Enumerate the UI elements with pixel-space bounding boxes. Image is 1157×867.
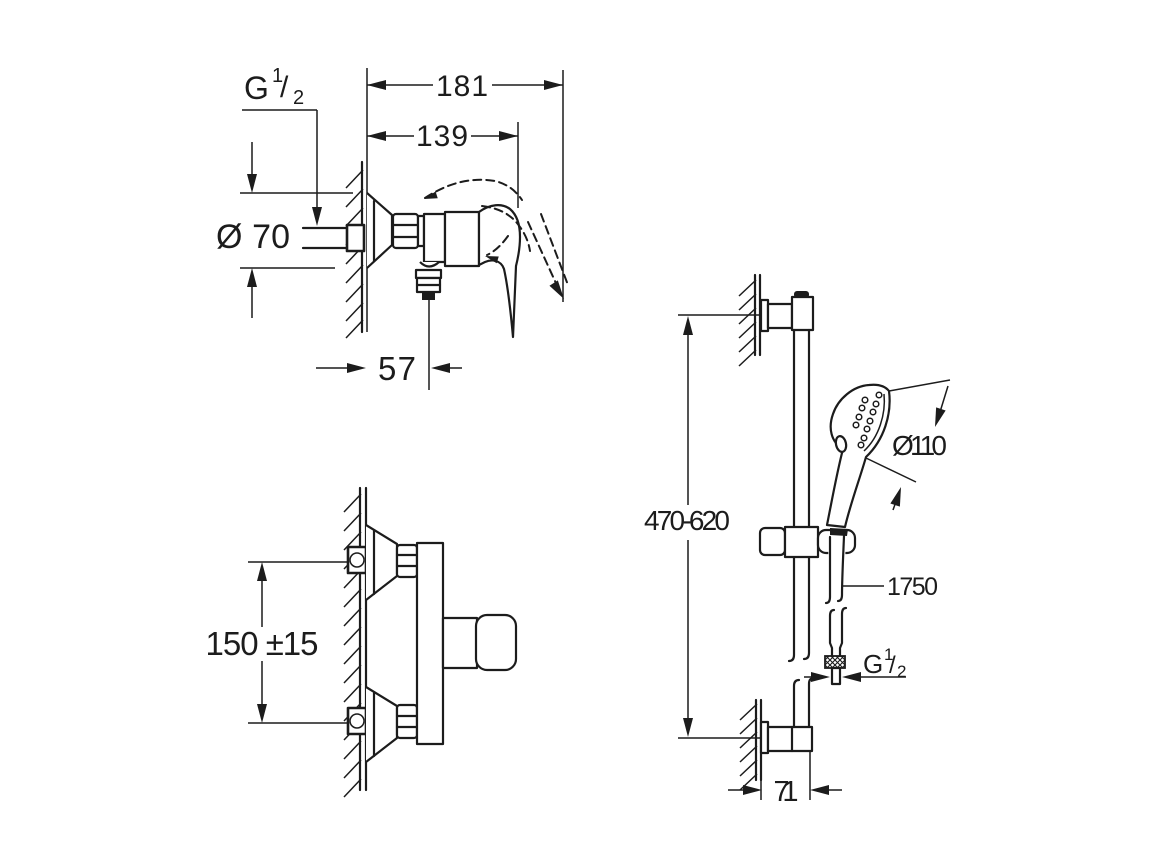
escutcheon-diameter-label: Ø 70 — [216, 218, 290, 256]
wall — [343, 486, 368, 798]
escutcheon-diameter-dimension: Ø 70 — [216, 142, 353, 318]
thread-label-g: G — [244, 70, 269, 106]
lever-handle — [441, 613, 518, 672]
thread-label-slash: / — [889, 652, 896, 679]
inlet-spacing-dimension: 150 ±15 — [206, 561, 347, 724]
total-depth-label: 181 — [436, 70, 488, 103]
body-depth-dimension: 139 — [367, 120, 519, 208]
thread-label-g: G — [863, 649, 883, 679]
wall-hatching — [345, 169, 364, 339]
inlet-spacing-label: 150 ±15 — [206, 625, 319, 662]
bottom-wall-bracket — [739, 698, 814, 791]
hose-length-label: 1750 — [887, 573, 938, 601]
outlet-offset-label: 57 — [378, 350, 416, 387]
upper-inlet — [346, 524, 419, 601]
thread-label-numerator: 1 — [272, 65, 283, 87]
rail-end-cap — [794, 291, 809, 298]
lower-inlet — [346, 686, 419, 763]
hose-length-dimension: 1750 — [843, 573, 938, 601]
shower-hose — [824, 528, 848, 686]
hand-shower — [825, 383, 891, 529]
body-depth-label: 139 — [416, 120, 468, 153]
thread-dimension: G 1 / 2 — [242, 65, 322, 226]
mixer-body — [415, 541, 445, 746]
thread-label-slash: / — [280, 71, 289, 104]
hose-thread-dimension: G 1 / 2 — [804, 645, 906, 682]
wall-offset-dimension: 71 — [728, 751, 842, 808]
wall — [345, 68, 368, 339]
head-diameter-dimension: Ø110 — [865, 379, 951, 511]
holder-knob — [758, 526, 787, 557]
height-range-label: 470-620 — [644, 505, 730, 536]
wall-hatching — [738, 279, 757, 367]
head-diameter-label: Ø110 — [892, 430, 947, 461]
hand-shower-body — [825, 383, 891, 529]
hose-knurled-nut — [824, 655, 846, 669]
mixer-front-view: 150 ±15 — [206, 486, 518, 798]
total-depth-dimension: 181 — [367, 70, 564, 302]
outlet — [414, 261, 443, 390]
wall-fitting — [345, 223, 366, 253]
thread-label-denominator: 2 — [897, 662, 906, 681]
shower-rail-view: 470-620 Ø110 1750 G 1 / 2 — [644, 273, 951, 808]
mixer-body — [422, 210, 481, 268]
outlet-thread-stub — [422, 292, 435, 300]
wall-hatching — [343, 493, 362, 798]
spray-mode-button — [834, 435, 848, 453]
supply-pipe — [301, 223, 366, 253]
spray-nozzles — [852, 391, 883, 449]
thread-label-numerator: 1 — [884, 645, 893, 664]
wall-offset-label: 71 — [774, 776, 799, 808]
outlet-offset-dimension: 57 — [316, 350, 462, 387]
height-range-dimension: 470-620 — [644, 314, 761, 739]
handle-swing-dashed — [422, 178, 569, 302]
lever-handle — [477, 204, 522, 339]
top-wall-bracket — [738, 273, 815, 367]
thread-label-denominator: 2 — [293, 87, 304, 109]
spray-face-rim — [863, 393, 886, 452]
escutcheon — [366, 192, 394, 269]
hose-thread-stub — [830, 666, 842, 686]
holder-body — [783, 525, 820, 559]
wall-hatching — [739, 703, 758, 791]
mounting-nut — [391, 212, 426, 250]
hose-grip-joint — [830, 528, 848, 536]
mixer-side-view: G 1 / 2 181 139 Ø 70 — [216, 65, 569, 390]
